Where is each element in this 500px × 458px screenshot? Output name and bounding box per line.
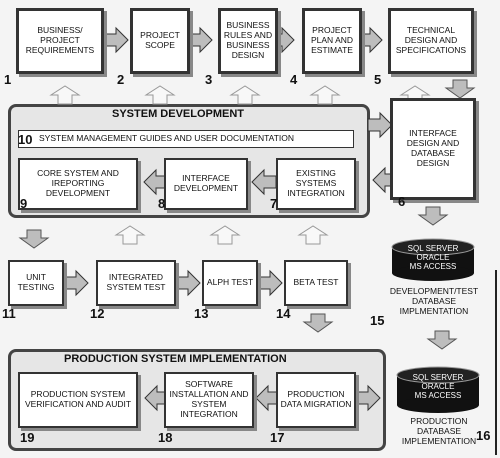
arrow-13-14 — [257, 270, 283, 296]
num-11: 11 — [2, 306, 16, 321]
arrow-5-6 — [445, 79, 475, 99]
step-beta-test: Beta Test — [284, 260, 348, 306]
num-19: 19 — [20, 430, 35, 445]
num-18: 18 — [158, 430, 173, 445]
arrow-up-3 — [230, 85, 260, 105]
step-business-requirements: Business/ Project Requirements — [16, 8, 104, 74]
num-13: 13 — [194, 306, 209, 321]
step-software-installation: Software Installation and System Integra… — [164, 372, 254, 428]
label-dev-test-db: Development/Test Database Implmentation — [389, 286, 479, 316]
step-unit-testing: Unit Testing — [8, 260, 64, 306]
step-technical-design: Technical Design and Specifications — [388, 8, 474, 74]
production-implementation-title: Production System Implementation — [64, 353, 287, 365]
num-3: 3 — [205, 72, 213, 87]
step-project-scope: Project Scope — [130, 8, 190, 74]
arrow-11-12 — [63, 270, 89, 296]
num-8: 8 — [158, 196, 166, 211]
num-6: 6 — [398, 194, 406, 209]
num-16: 16 — [476, 428, 491, 443]
step-project-plan: Project Plan and Estimate — [302, 8, 362, 74]
num-2: 2 — [117, 72, 125, 87]
num-10: 10 — [18, 132, 33, 147]
num-1: 1 — [4, 72, 12, 87]
arrow-12-13 — [175, 270, 201, 296]
step-business-rules: Business Rules and Business Design — [218, 8, 278, 74]
arrow-15-16 — [427, 330, 457, 350]
arrow-14-prod — [303, 313, 333, 333]
step-interface-db-design: Interface Design and Database Design — [390, 98, 476, 200]
label-production-db: Production Database Implementation — [401, 416, 477, 446]
step-interface-development: Interface Development — [164, 158, 248, 210]
num-14: 14 — [276, 306, 291, 321]
arrow-up-12 — [115, 225, 145, 245]
prod-db-text: SQL ServerOracleMS Access — [412, 373, 464, 401]
arrow-up-14 — [298, 225, 328, 245]
step-core-system: Core System and Ireporting Development — [18, 158, 138, 210]
arrow-up-4 — [310, 85, 340, 105]
step-documentation: System Management Guides and User Docume… — [18, 130, 354, 148]
arrow-up-13 — [210, 225, 240, 245]
arrow-dev-6 — [367, 112, 393, 138]
arrow-7-8 — [251, 169, 277, 195]
step-existing-systems: Existing Systems Integration — [276, 158, 356, 210]
num-17: 17 — [270, 430, 285, 445]
arrow-up-1 — [50, 85, 80, 105]
num-5: 5 — [374, 72, 382, 87]
step-verification-audit: Production System Verification and Audit — [18, 372, 138, 428]
dev-db-text: SQL ServerOracleMS Access — [407, 244, 459, 272]
arrow-2-3 — [187, 27, 213, 53]
prod-database-icon — [396, 366, 480, 413]
arrow-1-2 — [103, 27, 129, 53]
step-integrated-test: Integrated System Test — [96, 260, 176, 306]
num-7: 7 — [270, 196, 278, 211]
step-production-migration: Production Data Migration — [276, 372, 356, 428]
num-12: 12 — [90, 306, 105, 321]
system-development-title: System Development — [112, 108, 245, 120]
dev-database-icon — [391, 238, 475, 281]
num-9: 9 — [20, 196, 28, 211]
arrow-dev-11 — [19, 229, 49, 249]
num-4: 4 — [290, 72, 298, 87]
arrow-prod-16 — [355, 385, 381, 411]
arrow-up-2 — [145, 85, 175, 105]
num-15: 15 — [370, 313, 385, 328]
arrow-6-15 — [418, 206, 448, 226]
step-alph-test: Alph Test — [202, 260, 258, 306]
